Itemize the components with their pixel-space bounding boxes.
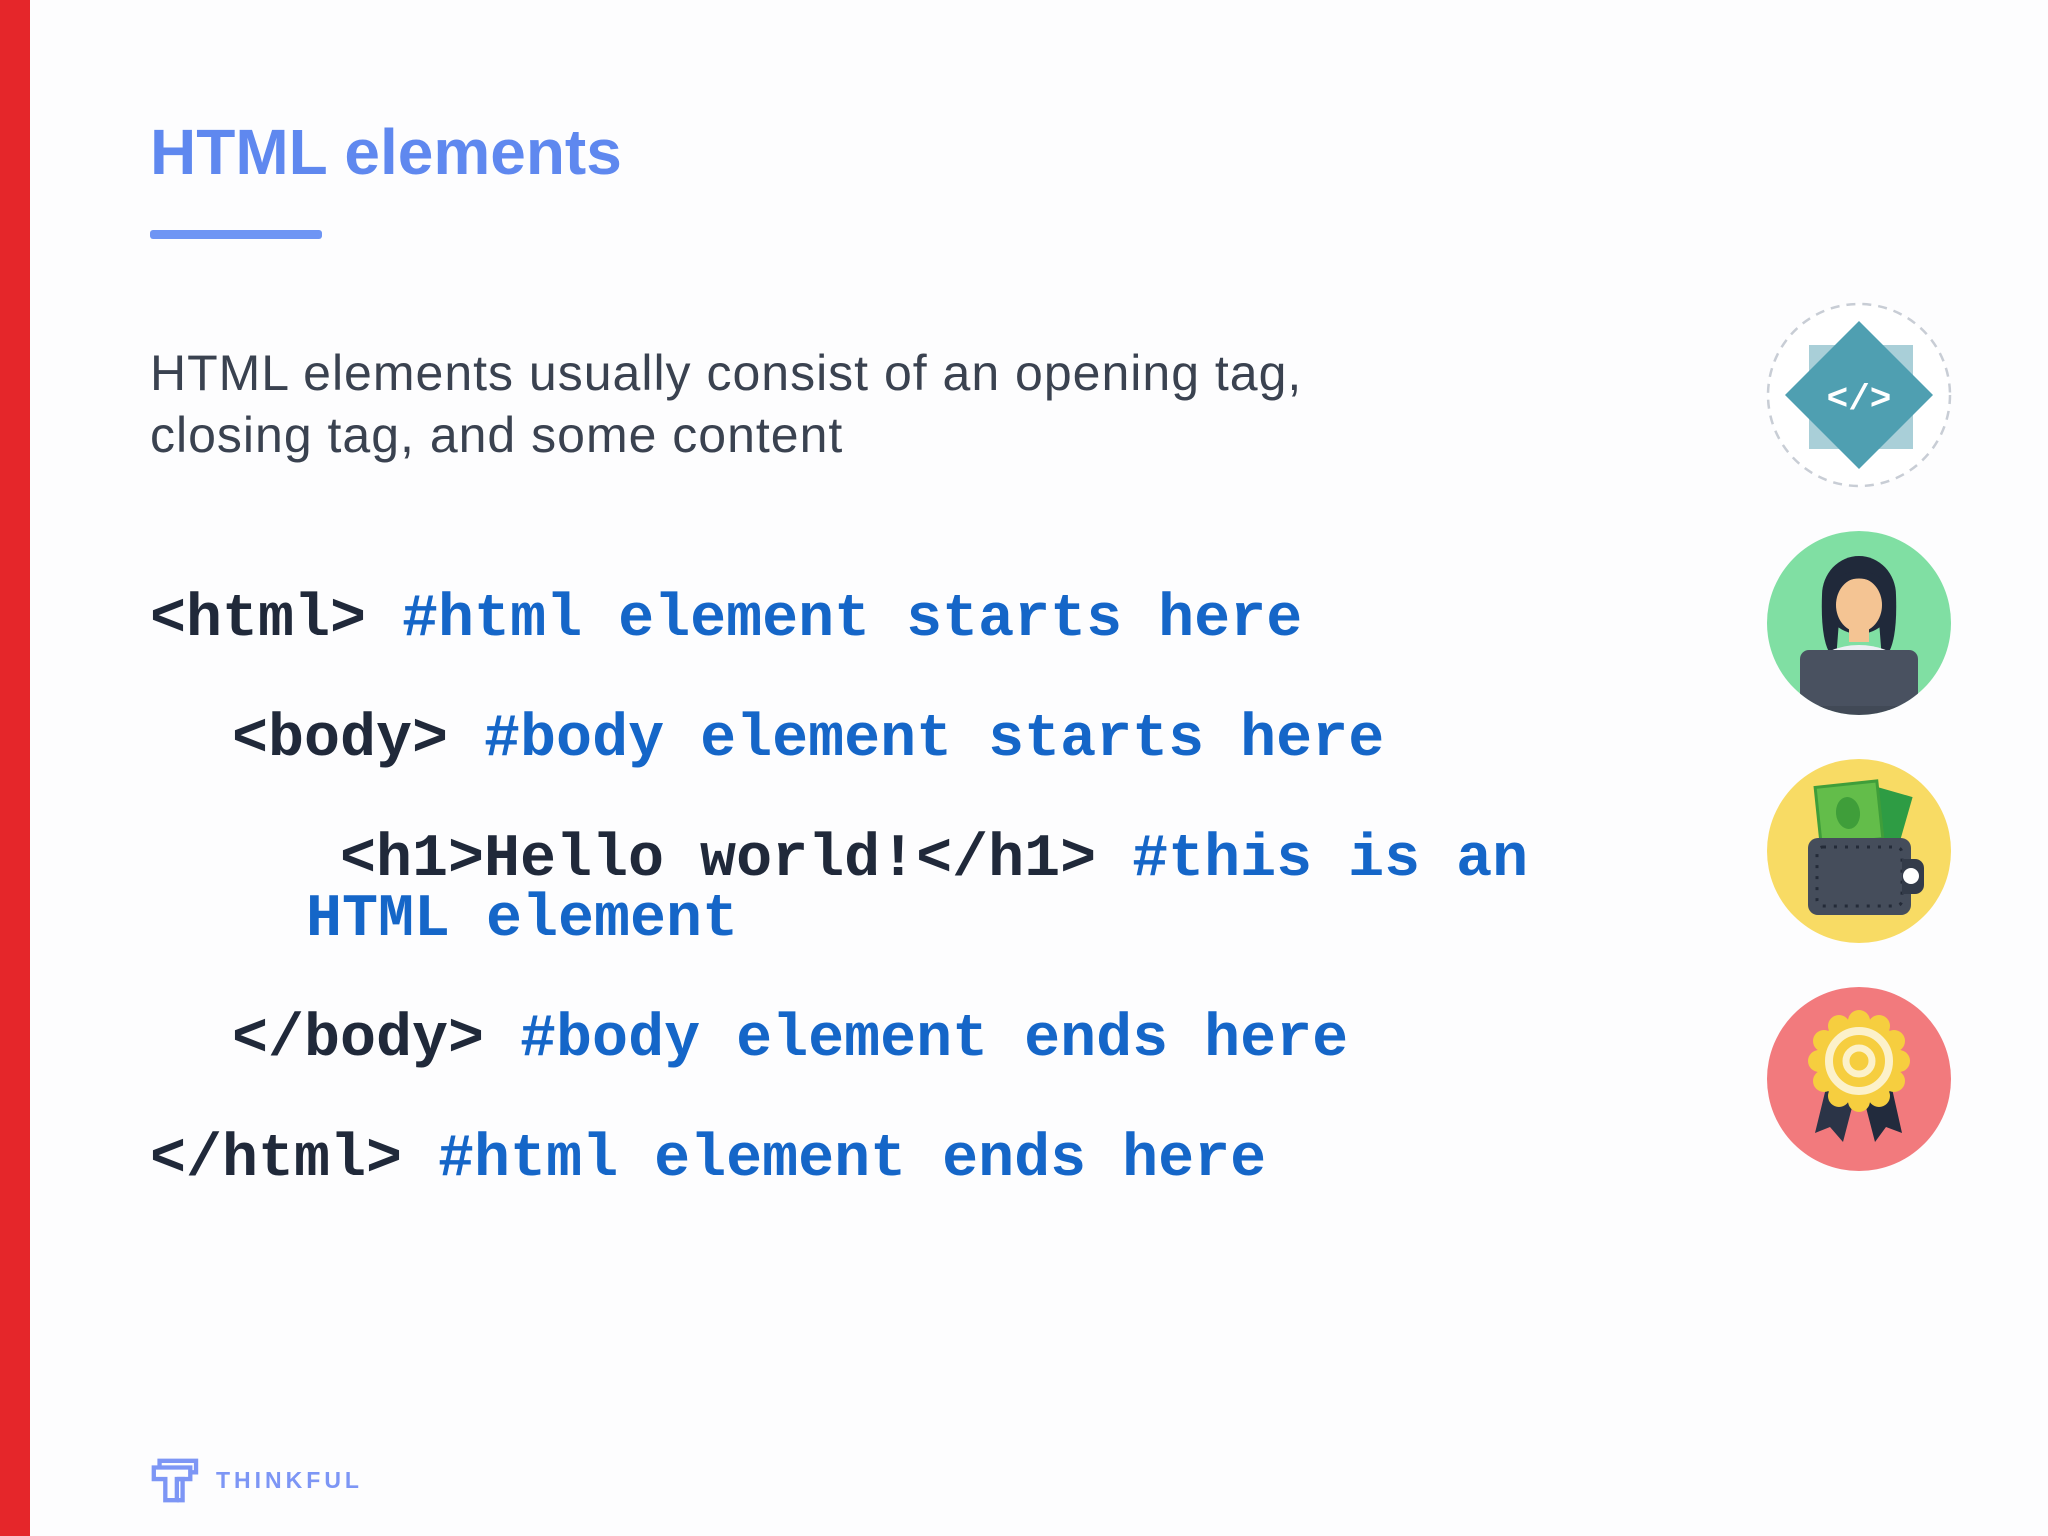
- code-icon: </>: [1764, 300, 1954, 490]
- code-tag: </body>: [232, 1006, 485, 1074]
- code-comment: #body element ends here: [520, 1006, 1349, 1074]
- intro-line-2: closing tag, and some content: [150, 407, 844, 463]
- code-tag: <h1>Hello world!</h1>: [340, 826, 1097, 894]
- code-line-body-close: </body>#body element ends here: [150, 1010, 1528, 1070]
- brand-name: THINKFUL: [216, 1466, 363, 1493]
- thinkful-logo-icon: [151, 1458, 199, 1503]
- brand-footer: THINKFUL: [146, 1456, 363, 1504]
- code-line-html-close: </html>#html element ends here: [150, 1130, 1528, 1190]
- award-icon: [1764, 984, 1954, 1174]
- code-tag: </html>: [150, 1126, 403, 1194]
- title-underline: [150, 230, 322, 239]
- code-comment: #this is an: [1132, 826, 1529, 894]
- code-line-h1: <h1>Hello world!</h1>#this is an: [150, 830, 1528, 890]
- left-accent-bar: [0, 0, 30, 1536]
- code-comment: #html element starts here: [402, 586, 1303, 654]
- code-tag: <html>: [150, 586, 367, 654]
- intro-line-1: HTML elements usually consist of an open…: [150, 345, 1303, 401]
- code-glyph: </>: [1827, 379, 1892, 420]
- code-block: <html>#html element starts here <body>#b…: [150, 590, 1528, 1250]
- icon-column: </>: [1764, 300, 1954, 1212]
- page-title: HTML elements: [150, 116, 622, 188]
- code-comment: HTML element: [306, 886, 739, 954]
- code-comment: #body element starts here: [484, 706, 1385, 774]
- code-line-body-open: <body>#body element starts here: [150, 710, 1528, 770]
- code-comment: #html element ends here: [438, 1126, 1267, 1194]
- code-line-h1-wrap: HTML element: [150, 890, 1528, 950]
- intro-paragraph: HTML elements usually consist of an open…: [150, 342, 1302, 466]
- person-laptop-icon: [1764, 528, 1954, 718]
- wallet-icon: [1764, 756, 1954, 946]
- code-line-html-open: <html>#html element starts here: [150, 590, 1528, 650]
- code-tag: <body>: [232, 706, 449, 774]
